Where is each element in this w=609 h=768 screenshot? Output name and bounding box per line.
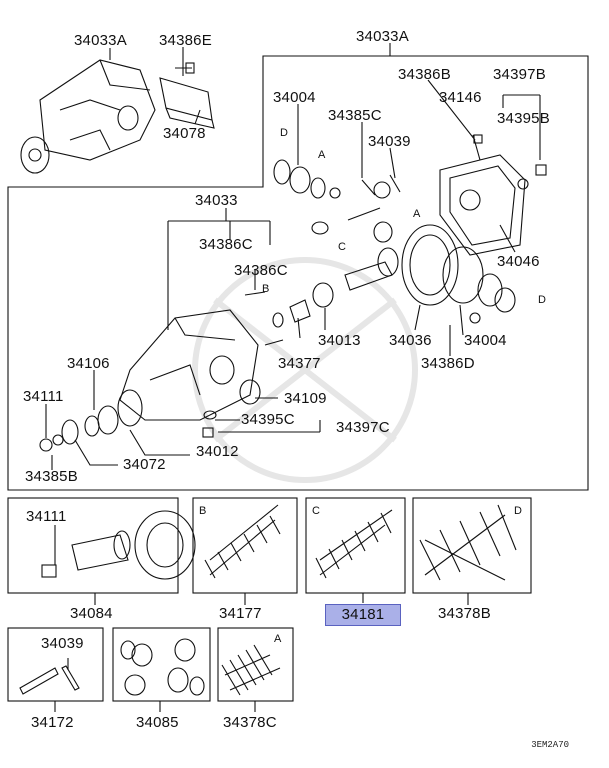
label-34036: 34036 xyxy=(389,332,432,349)
washer-34395B xyxy=(517,178,529,190)
label-34111-box: 34111 xyxy=(26,508,67,525)
label-34378C: 34378C xyxy=(223,714,277,731)
shim-set-34181 xyxy=(315,509,393,579)
seal-34109 xyxy=(239,379,261,405)
label-34177: 34177 xyxy=(219,605,262,622)
cover-34046 xyxy=(439,154,526,256)
letter-D-box: D xyxy=(514,505,522,517)
label-34004-bottom: 34004 xyxy=(464,332,507,349)
ring-D-right xyxy=(494,287,516,313)
label-34385C: 34385C xyxy=(328,107,382,124)
bracket-34078 xyxy=(159,77,215,129)
label-34033A-right: 34033A xyxy=(356,28,409,45)
shim-set-34177 xyxy=(204,504,281,579)
label-34085: 34085 xyxy=(136,714,179,731)
label-34385B: 34385B xyxy=(25,468,78,485)
label-34378B: 34378B xyxy=(438,605,491,622)
washer-34385B xyxy=(52,434,64,446)
letter-A-box: A xyxy=(274,633,282,645)
letter-D-top: D xyxy=(280,127,288,139)
label-34106: 34106 xyxy=(67,355,110,372)
label-34386B: 34386B xyxy=(398,66,451,83)
plug-34397B xyxy=(535,164,547,176)
letter-D-right: D xyxy=(538,294,546,306)
diagram-code: 3EM2A70 xyxy=(531,740,569,750)
label-34012: 34012 xyxy=(196,443,239,460)
label-34084: 34084 xyxy=(70,605,113,622)
flange-34072 xyxy=(61,419,79,445)
box-34085 xyxy=(112,627,211,702)
highlight-34181[interactable]: 34181 xyxy=(325,604,401,626)
label-34397B: 34397B xyxy=(493,66,546,83)
label-34078: 34078 xyxy=(163,125,206,142)
label-34386C-a: 34386C xyxy=(199,236,253,253)
spacer-34377 xyxy=(289,299,311,323)
label-34013: 34013 xyxy=(318,332,361,349)
ring-gear-34036 xyxy=(401,224,459,306)
differential-assembly-small xyxy=(20,59,156,174)
part-34172-drawing xyxy=(19,658,80,695)
label-34181: 34181 xyxy=(341,606,385,623)
carrier-housing-34033 xyxy=(119,309,259,421)
label-34377: 34377 xyxy=(278,355,321,372)
bolt-34386D xyxy=(469,312,481,324)
box-34181 xyxy=(305,497,406,594)
label-34033A-left: 34033A xyxy=(74,32,127,49)
letter-B-mid: B xyxy=(262,283,270,295)
label-34046: 34046 xyxy=(497,253,540,270)
label-34386C-b: 34386C xyxy=(234,262,288,279)
letter-C-box: C xyxy=(312,505,320,517)
bearing-34013 xyxy=(312,282,334,308)
box-34378B xyxy=(412,497,532,594)
label-34395B: 34395B xyxy=(497,110,550,127)
bolt-34386E xyxy=(175,60,195,76)
bolt-34386C-a xyxy=(244,291,266,296)
watermark xyxy=(192,257,418,483)
bearing-34012 xyxy=(117,389,143,427)
label-34146: 34146 xyxy=(439,89,482,106)
label-34072: 34072 xyxy=(123,456,166,473)
box-34084 xyxy=(7,497,179,594)
label-34039-box: 34039 xyxy=(41,635,84,652)
shim-set-34378B xyxy=(419,504,517,581)
nut-34111 xyxy=(39,438,53,452)
label-34172: 34172 xyxy=(31,714,74,731)
label-34004-top: 34004 xyxy=(273,89,316,106)
label-34039-top: 34039 xyxy=(368,133,411,150)
plug-34397C xyxy=(202,427,214,438)
label-34397C: 34397C xyxy=(336,419,390,436)
label-34386E: 34386E xyxy=(159,32,212,49)
main-frame xyxy=(7,55,589,491)
pinion-34013 xyxy=(344,247,399,291)
bolt-34386C-b xyxy=(264,339,284,346)
label-34111-top: 34111 xyxy=(23,388,64,405)
letter-A-top: A xyxy=(318,149,326,161)
label-34033: 34033 xyxy=(195,192,238,209)
label-34109: 34109 xyxy=(284,390,327,407)
label-34386D: 34386D xyxy=(421,355,475,372)
letter-B-box: B xyxy=(199,505,207,517)
letter-C-mid: C xyxy=(338,241,346,253)
diff-case-34036 xyxy=(442,246,516,313)
washer-34395C xyxy=(203,410,217,420)
ring-D-top xyxy=(273,159,291,185)
part-34084-drawing xyxy=(41,510,196,580)
letter-A-right: A xyxy=(413,208,421,220)
part-34085-drawing xyxy=(120,638,205,696)
label-34395C: 34395C xyxy=(241,411,295,428)
shim-set-34378C xyxy=(221,644,281,696)
